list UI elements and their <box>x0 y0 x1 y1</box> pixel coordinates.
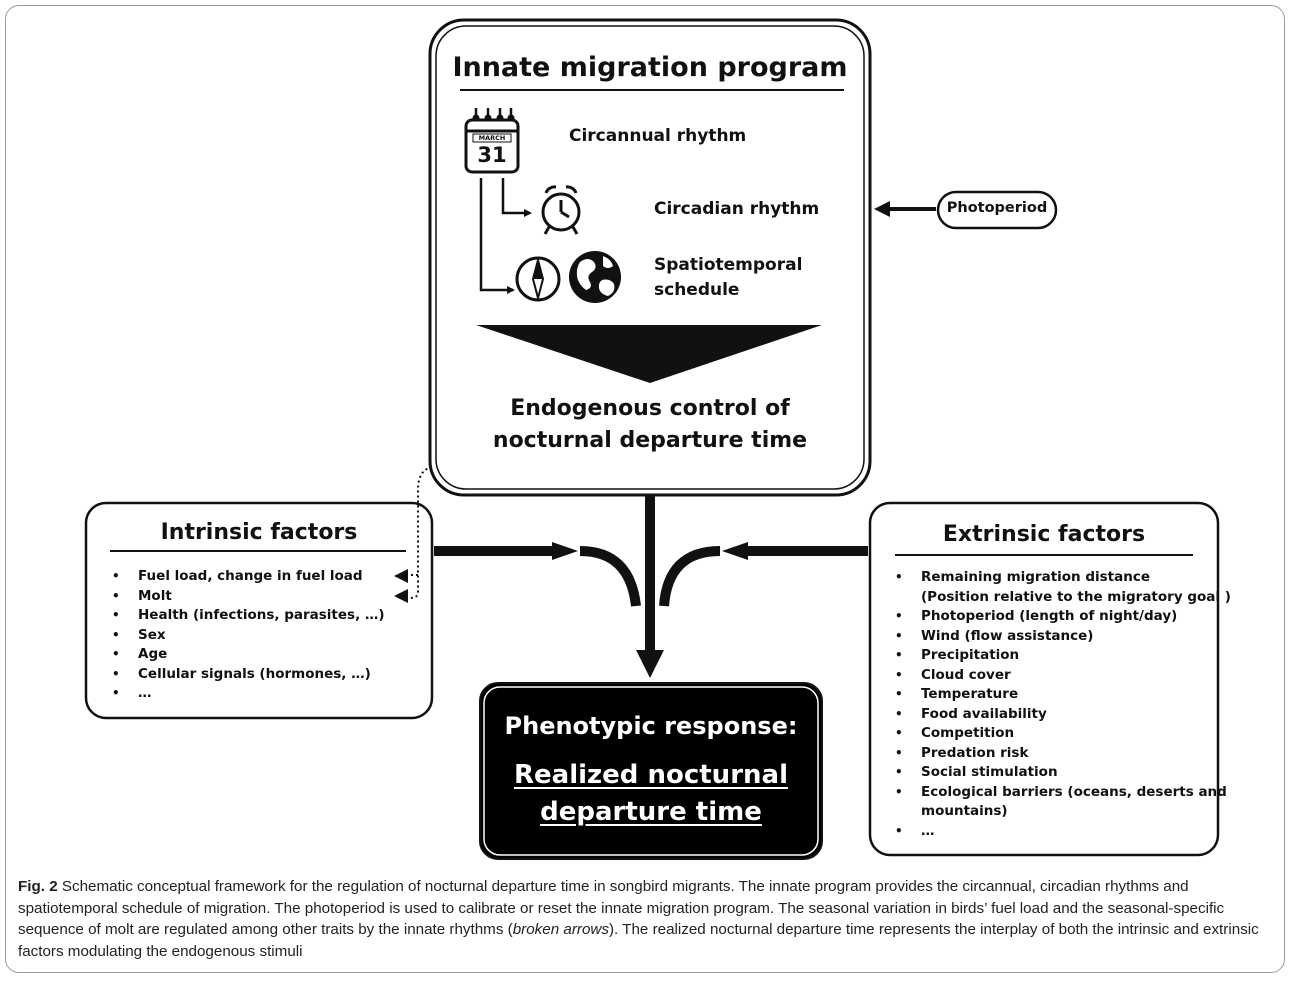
compass-icon <box>515 256 561 302</box>
innate-box-outer <box>428 18 872 497</box>
list-item: Remaining migration distance <box>895 568 1231 588</box>
list-item: Competition <box>895 724 1231 744</box>
funnel-triangle <box>476 325 822 383</box>
photoperiod-label: Photoperiod <box>946 200 1048 216</box>
response-box-inner <box>483 686 819 856</box>
list-item: Ecological barriers (oceans, deserts and <box>895 783 1231 803</box>
intrinsic-title: Intrinsic factors <box>160 520 358 545</box>
intrinsic-list: Fuel load, change in fuel load Molt Heal… <box>112 567 385 704</box>
list-item-continuation: (Position relative to the migratory goal… <box>921 588 1231 605</box>
list-item: Sex <box>112 626 385 646</box>
response-box-outer <box>479 682 823 860</box>
list-item: Precipitation <box>895 646 1231 666</box>
caption-text-2: ). The realized nocturnal departure time… <box>18 921 1259 960</box>
list-item: Fuel load, change in fuel load <box>112 567 385 587</box>
list-item: Food availability <box>895 705 1231 725</box>
extrinsic-flow-arrow <box>659 542 868 607</box>
response-line-1: Phenotypic response: <box>504 712 798 740</box>
broken-arrows <box>394 466 433 603</box>
list-item: Social stimulation <box>895 763 1231 783</box>
alarm-clock-icon <box>541 185 581 235</box>
list-item: Photoperiod (length of night/day) <box>895 607 1231 627</box>
list-item: Wind (flow assistance) <box>895 627 1231 647</box>
innate-box-inner <box>435 25 865 490</box>
list-item: Molt <box>112 587 385 607</box>
intrinsic-flow-arrow <box>434 542 641 607</box>
calendar-icon <box>464 108 520 174</box>
caption-text-1: Schematic conceptual framework for the r… <box>18 878 1225 938</box>
innate-title: Innate migration program <box>452 52 848 83</box>
list-item: Cloud cover <box>895 666 1231 686</box>
spatiotemporal-label-2: schedule <box>654 280 740 300</box>
figure-frame <box>5 5 1285 973</box>
list-item: Temperature <box>895 685 1231 705</box>
list-item: … <box>895 822 1231 842</box>
list-item: Age <box>112 645 385 665</box>
circadian-label: Circadian rhythm <box>654 199 820 219</box>
caption-italic: broken arrows <box>512 921 609 938</box>
rhythm-connectors <box>479 178 532 294</box>
extrinsic-title: Extrinsic factors <box>942 522 1146 547</box>
list-item: Cellular signals (hormones, …) <box>112 665 385 685</box>
list-item: Predation risk <box>895 744 1231 764</box>
globe-icon <box>569 251 621 303</box>
list-item: Health (infections, parasites, …) <box>112 606 385 626</box>
endogenous-label-1: Endogenous control of <box>510 396 790 421</box>
list-item: … <box>112 684 385 704</box>
calendar-month: MARCH <box>478 134 506 142</box>
endogenous-label-2: nocturnal departure time <box>492 428 808 453</box>
photoperiod-pill <box>936 190 1058 230</box>
list-item-continuation: mountains) <box>921 803 1008 819</box>
response-line-3: departure time <box>540 797 762 827</box>
figure-caption: Fig. 2 Schematic conceptual framework fo… <box>18 876 1278 962</box>
calendar-day: 31 <box>477 143 507 167</box>
extrinsic-list: Remaining migration distance (Position r… <box>895 568 1231 841</box>
spatiotemporal-label-1: Spatiotemporal <box>654 255 803 275</box>
figure-label: Fig. 2 <box>18 878 58 895</box>
circannual-label: Circannual rhythm <box>569 126 747 146</box>
response-line-2: Realized nocturnal <box>514 760 788 790</box>
